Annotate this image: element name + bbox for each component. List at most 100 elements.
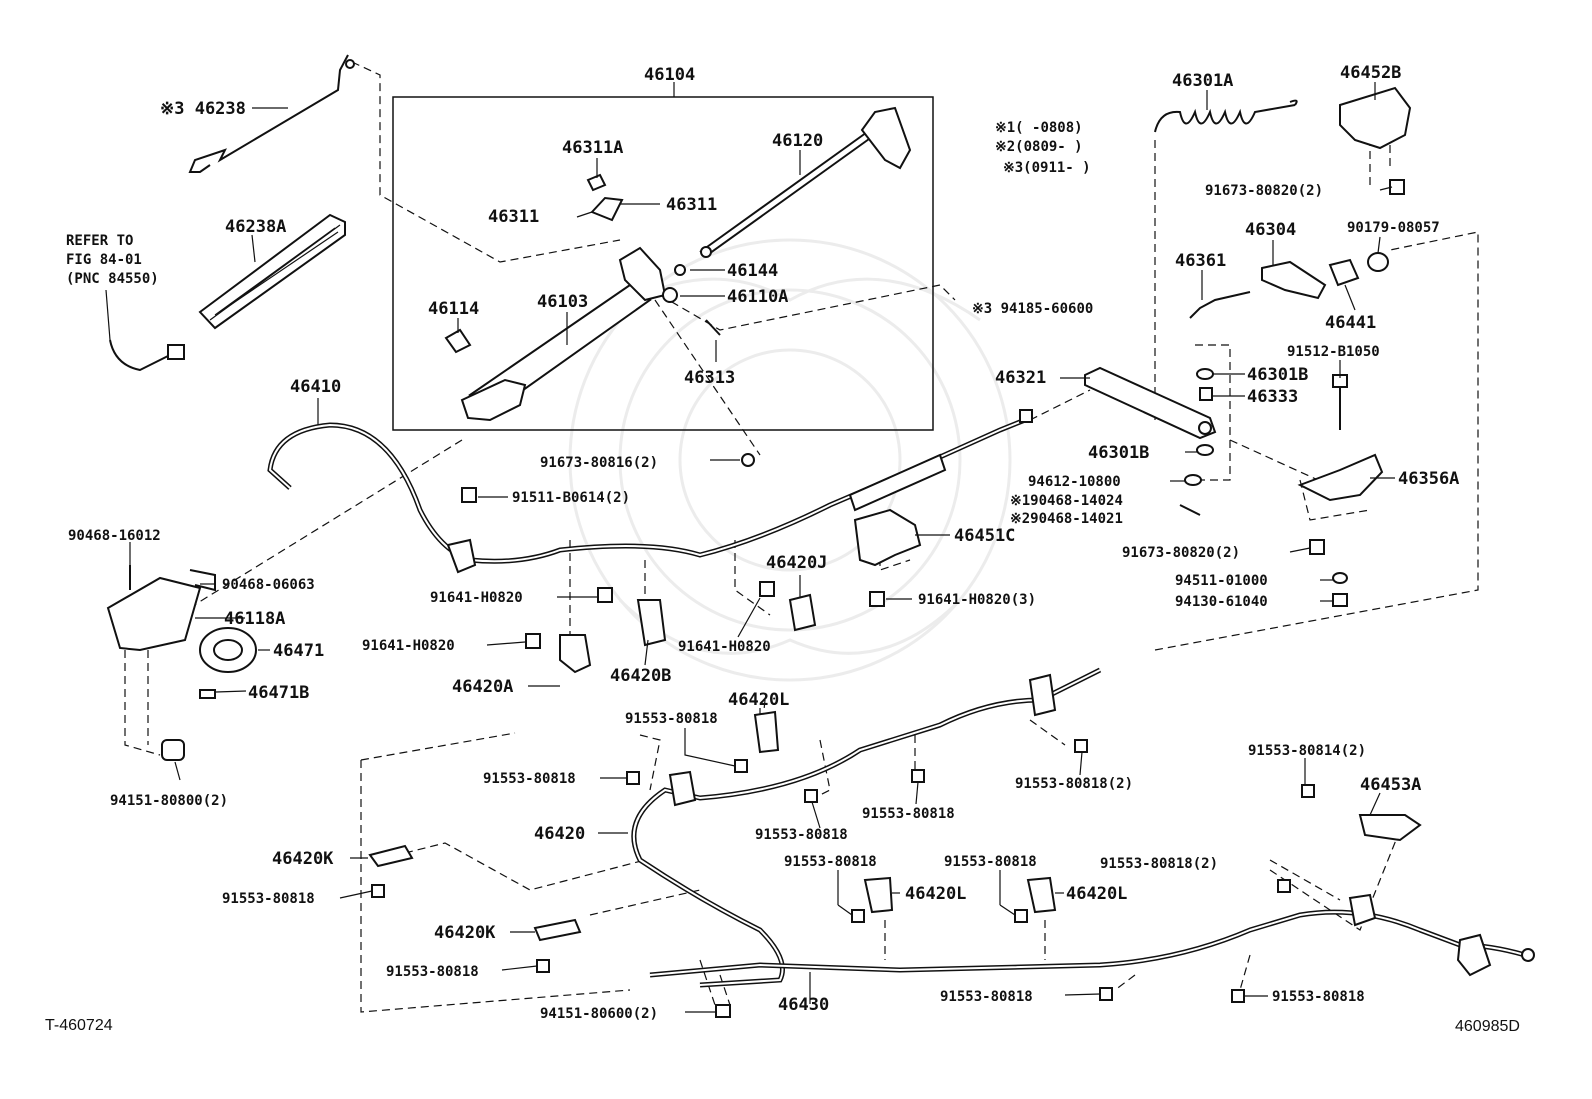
part-46420B-clip — [636, 599, 667, 647]
diagram-id-left: T-460724 — [45, 1017, 113, 1034]
part-46120-handle-rod — [699, 106, 912, 258]
label-91553-80818-h: 91553-80818 — [784, 854, 877, 870]
part-46238-rod — [188, 54, 355, 173]
label-46420K-1: 46420K — [272, 849, 334, 869]
label-46420K-2: 46420K — [434, 923, 496, 943]
label-91641-H0820-3: 91641-H0820(3) — [918, 592, 1036, 608]
part-nut-94151-80800 — [161, 739, 185, 761]
label-94185-60600: ※3 94185-60600 — [972, 301, 1093, 317]
label-91641-H0820-a: 91641-H0820 — [430, 590, 523, 606]
label-46410: 46410 — [290, 377, 341, 397]
label-46420J: 46420J — [766, 553, 827, 573]
label-90468-06063: 90468-06063 — [222, 577, 315, 593]
legend-line1: ※1( -0808) — [995, 120, 1083, 136]
label-46144: 46144 — [727, 261, 778, 281]
label-91553-80818-a: 91553-80818 — [625, 711, 718, 727]
label-91553-80818-g: 91553-80818 — [386, 964, 479, 980]
part-46118A-bracket — [106, 565, 216, 652]
label-46420L-1: 46420L — [905, 884, 966, 904]
label-46420: 46420 — [534, 824, 585, 844]
label-91553-80818-l: 91553-80818 — [1272, 989, 1365, 1005]
label-90468-14021: ※290468-14021 — [1010, 511, 1123, 527]
label-46361: 46361 — [1175, 251, 1226, 271]
bolts-lower — [371, 739, 1315, 1018]
label-46110A: 46110A — [727, 287, 788, 307]
label-46430: 46430 — [778, 995, 829, 1015]
part-46441-bushing — [1328, 252, 1389, 287]
part-46238A-cover — [198, 213, 346, 330]
label-94151-80800: 94151-80800(2) — [110, 793, 228, 809]
label-46453A: 46453A — [1360, 775, 1421, 795]
part-46321-lever — [1084, 366, 1217, 440]
label-46301B-2: 46301B — [1088, 443, 1149, 463]
part-46451C-bracket — [853, 508, 922, 567]
label-46238A: 46238A — [225, 217, 286, 237]
label-46311A: 46311A — [562, 138, 623, 158]
label-91673-80820-bottom: 91673-80820(2) — [1122, 545, 1240, 561]
label-46304: 46304 — [1245, 220, 1296, 240]
label-46114: 46114 — [428, 299, 479, 319]
part-washers-right — [1179, 368, 1214, 516]
label-91553-80818-d: 91553-80818 — [862, 806, 955, 822]
label-91641-H0820-c: 91641-H0820 — [678, 639, 771, 655]
part-46311-small-parts — [444, 173, 755, 467]
legend-line3: ※3(0911- ) — [1003, 160, 1091, 176]
label-46441: 46441 — [1325, 313, 1376, 333]
label-91641-H0820-b: 91641-H0820 — [362, 638, 455, 654]
label-46420B: 46420B — [610, 666, 671, 686]
part-labels: 46104 ※3 46238 46238A REFER TO FIG 84-01… — [45, 63, 1520, 1035]
part-46304-bracket — [1261, 260, 1327, 300]
part-lower-clips — [368, 710, 1057, 942]
label-90468-14024: ※190468-14024 — [1010, 493, 1123, 509]
part-46471-pulley — [199, 627, 257, 699]
label-46420A: 46420A — [452, 677, 513, 697]
part-46420A-clip — [559, 634, 592, 674]
label-91553-80818-k: 91553-80818 — [940, 989, 1033, 1005]
part-refer-connector — [105, 289, 185, 372]
label-46321: 46321 — [995, 368, 1046, 388]
label-94511-01000: 94511-01000 — [1175, 573, 1268, 589]
part-46453A-bracket — [1358, 814, 1422, 842]
diagram-id-right: 460985D — [1455, 1018, 1520, 1035]
label-46333: 46333 — [1247, 387, 1298, 407]
label-46420L-top: 46420L — [728, 690, 789, 710]
label-46452B: 46452B — [1340, 63, 1401, 83]
bolts-mid — [461, 487, 885, 649]
label-46471B: 46471B — [248, 683, 309, 703]
part-46103-lever — [460, 246, 667, 422]
label-91553-80818-2-j: 91553-80818(2) — [1100, 856, 1218, 872]
refer-note-line1: REFER TO — [66, 233, 133, 249]
label-91553-80818-i: 91553-80818 — [944, 854, 1037, 870]
label-46311-right: 46311 — [666, 195, 717, 215]
label-94130-61040: 94130-61040 — [1175, 594, 1268, 610]
label-91673-80820-top: 91673-80820(2) — [1205, 183, 1323, 199]
label-91511-B0614: 91511-B0614(2) — [512, 490, 630, 506]
part-46356A-bracket — [1297, 453, 1384, 502]
label-91553-80818-b: 91553-80818 — [483, 771, 576, 787]
label-90468-16012: 90468-16012 — [68, 528, 161, 544]
label-46301A: 46301A — [1172, 71, 1233, 91]
bolts-right — [1309, 179, 1405, 607]
label-46311-left: 46311 — [488, 207, 539, 227]
label-46104: 46104 — [644, 65, 695, 85]
label-46313: 46313 — [684, 368, 735, 388]
part-46430-cable — [649, 893, 1535, 978]
label-91553-80818-f: 91553-80818 — [222, 891, 315, 907]
label-94151-80600: 94151-80600(2) — [540, 1006, 658, 1022]
part-46452B-bracket — [1339, 86, 1412, 150]
part-46301A-spring — [1154, 99, 1298, 133]
refer-note-line2: FIG 84-01 — [66, 252, 142, 268]
label-46471: 46471 — [273, 641, 324, 661]
refer-note-line3: (PNC 84550) — [66, 271, 159, 287]
label-46118A: 46118A — [224, 609, 285, 629]
label-46451C: 46451C — [954, 526, 1015, 546]
label-46301B-1: 46301B — [1247, 365, 1308, 385]
part-46420J-clip — [788, 593, 817, 632]
label-94612-10800: 94612-10800 — [1028, 474, 1121, 490]
label-91553-80814: 91553-80814(2) — [1248, 743, 1366, 759]
label-46420L-2: 46420L — [1066, 884, 1127, 904]
label-46356A: 46356A — [1398, 469, 1459, 489]
label-91553-80818-2-e: 91553-80818(2) — [1015, 776, 1133, 792]
leader-lines — [129, 82, 1395, 1013]
